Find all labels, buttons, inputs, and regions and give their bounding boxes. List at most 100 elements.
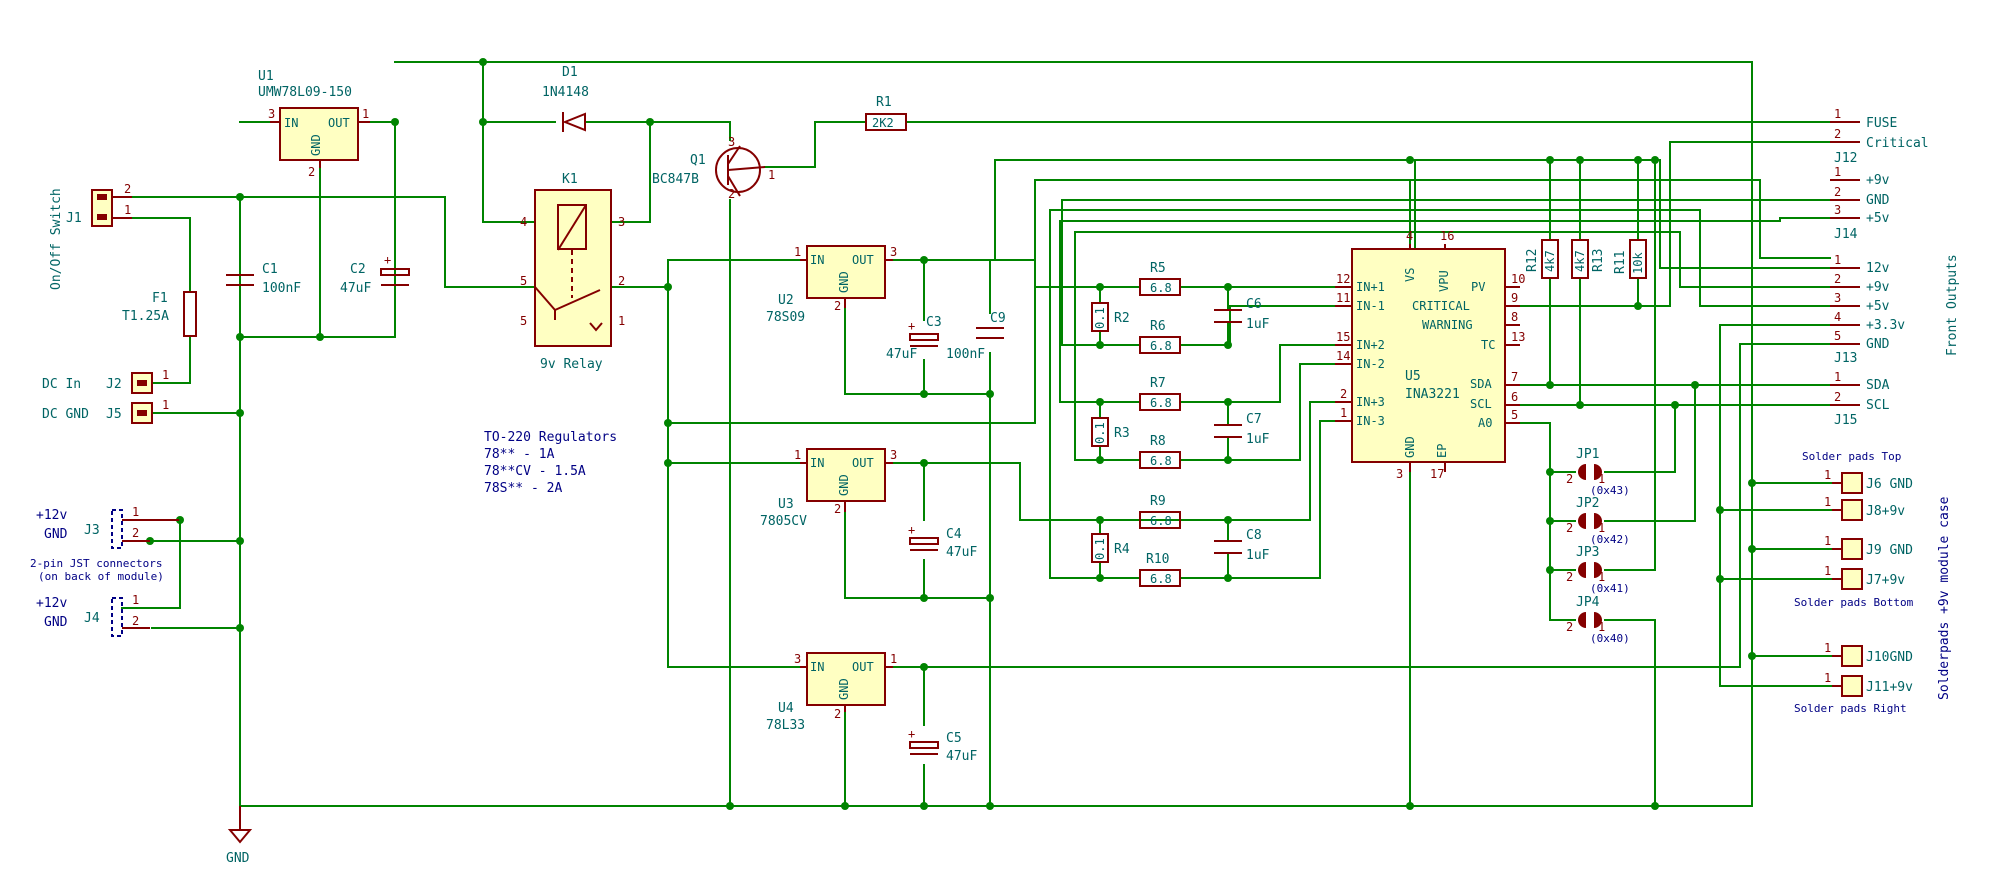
svg-text:8: 8 — [1511, 310, 1518, 324]
svg-text:IN+3: IN+3 — [1356, 395, 1385, 409]
svg-text:R12: R12 — [1525, 249, 1540, 272]
d1-diode: D1 1N4148 — [542, 65, 589, 132]
svg-text:1: 1 — [1340, 406, 1347, 420]
svg-text:1uF: 1uF — [1246, 432, 1270, 447]
r4-resistor: 0.1 R4 — [1091, 533, 1130, 563]
r6-resistor: 6.8 R6 — [1139, 319, 1181, 354]
svg-text:47uF: 47uF — [946, 545, 977, 560]
svg-text:2: 2 — [1834, 272, 1841, 286]
svg-text:1: 1 — [1834, 253, 1841, 267]
j13-connector: 123 45 12v +9v +5v +3.3v GND J13 — [1830, 253, 1905, 366]
svg-text:11: 11 — [1336, 291, 1350, 305]
svg-text:C6: C6 — [1246, 297, 1262, 312]
r12-resistor: 4k7 R12 — [1525, 239, 1559, 279]
svg-text:1: 1 — [132, 593, 139, 607]
svg-text:IN+1: IN+1 — [1356, 280, 1385, 294]
svg-text:1: 1 — [162, 398, 169, 412]
svg-text:+9v: +9v — [1866, 173, 1890, 188]
svg-text:1: 1 — [768, 168, 775, 182]
svg-text:R8: R8 — [1150, 434, 1166, 449]
svg-text:2: 2 — [834, 502, 841, 516]
onoff-label: On/Off Switch — [49, 188, 64, 290]
svg-text:3: 3 — [794, 652, 801, 666]
svg-text:R11: R11 — [1613, 251, 1628, 274]
svg-text:6.8: 6.8 — [1150, 514, 1172, 528]
svg-text:OUT: OUT — [852, 456, 874, 470]
svg-text:2: 2 — [132, 526, 139, 540]
r2-resistor: 0.1 R2 — [1091, 302, 1130, 332]
r1-resistor: 2K2 R1 — [865, 95, 907, 131]
svg-text:+: + — [384, 253, 391, 267]
c4-capacitor: + C4 47uF — [908, 523, 977, 560]
svg-text:2: 2 — [1340, 387, 1347, 401]
svg-text:100nF: 100nF — [262, 281, 301, 296]
regulator-note: TO-220 Regulators 78** - 1A 78**CV - 1.5… — [484, 430, 617, 496]
svg-text:1: 1 — [1834, 165, 1841, 179]
svg-text:78L33: 78L33 — [766, 718, 805, 733]
svg-text:IN-1: IN-1 — [1356, 299, 1385, 313]
c1-capacitor: C1 100nF — [226, 262, 301, 296]
svg-text:0.1: 0.1 — [1093, 422, 1107, 444]
svg-text:2: 2 — [124, 182, 131, 196]
j5-ref: J5 — [106, 407, 122, 422]
svg-text:78** - 1A: 78** - 1A — [484, 447, 555, 462]
svg-text:13: 13 — [1511, 330, 1525, 344]
j4-gnd: GND — [44, 615, 68, 630]
svg-text:5: 5 — [1511, 408, 1518, 422]
j12-critical: Critical — [1866, 136, 1929, 151]
svg-text:GND: GND — [837, 678, 851, 700]
c7-capacitor: C7 1uF — [1214, 412, 1270, 447]
r5-resistor: 6.8 R5 — [1139, 261, 1181, 296]
relay-desc: 9v Relay — [540, 357, 603, 372]
svg-text:0.1: 0.1 — [1093, 307, 1107, 329]
svg-text:OUT: OUT — [328, 116, 350, 130]
svg-text:2: 2 — [1566, 620, 1573, 634]
junctions — [146, 58, 1756, 810]
svg-text:1uF: 1uF — [1246, 317, 1270, 332]
svg-text:1: 1 — [362, 107, 369, 121]
svg-text:BC847B: BC847B — [652, 172, 699, 187]
svg-text:3: 3 — [618, 215, 625, 229]
svg-text:5: 5 — [1834, 329, 1841, 343]
svg-text:GND: GND — [837, 271, 851, 293]
svg-text:78**CV - 1.5A: 78**CV - 1.5A — [484, 464, 586, 479]
svg-text:C4: C4 — [946, 527, 962, 542]
svg-text:1uF: 1uF — [1246, 548, 1270, 563]
svg-text:R13: R13 — [1591, 249, 1606, 272]
svg-text:IN: IN — [810, 456, 824, 470]
svg-text:1: 1 — [132, 505, 139, 519]
svg-text:47uF: 47uF — [340, 281, 371, 296]
q1-transistor: 321 Q1 BC847B — [652, 135, 775, 201]
c9-capacitor: C9 100nF — [946, 311, 1006, 362]
r11-resistor: 10k R11 — [1613, 239, 1647, 279]
svg-text:1: 1 — [890, 652, 897, 666]
svg-text:4: 4 — [520, 215, 527, 229]
svg-text:7805CV: 7805CV — [760, 514, 807, 529]
svg-text:12: 12 — [1336, 272, 1350, 286]
svg-text:9: 9 — [1511, 291, 1518, 305]
j12-fuse: FUSE — [1866, 116, 1897, 131]
svg-text:1: 1 — [1598, 521, 1605, 535]
svg-text:4: 4 — [1406, 229, 1413, 243]
svg-text:12v: 12v — [1866, 261, 1890, 276]
svg-text:+9v: +9v — [1866, 280, 1890, 295]
svg-text:C3: C3 — [926, 315, 942, 330]
j12-connector: 12 FUSE Critical J12 — [1830, 107, 1929, 166]
svg-text:C8: C8 — [1246, 528, 1262, 543]
svg-text:TO-220 Regulators: TO-220 Regulators — [484, 430, 617, 445]
svg-text:R6: R6 — [1150, 319, 1166, 334]
svg-text:+5v: +5v — [1866, 299, 1890, 314]
svg-text:6.8: 6.8 — [1150, 339, 1172, 353]
svg-text:GND: GND — [837, 474, 851, 496]
svg-text:1: 1 — [1824, 641, 1831, 655]
svg-text:2: 2 — [728, 187, 735, 201]
c6-capacitor: C6 1uF — [1214, 297, 1270, 332]
svg-text:IN-3: IN-3 — [1356, 414, 1385, 428]
svg-text:7: 7 — [1511, 370, 1518, 384]
solderpads-case-label: Solderpads +9v module case — [1937, 496, 1952, 700]
svg-text:JP3: JP3 — [1576, 545, 1599, 560]
f1-ref: F1 — [152, 291, 168, 306]
r9-resistor: 6.8 R9 — [1139, 494, 1181, 529]
